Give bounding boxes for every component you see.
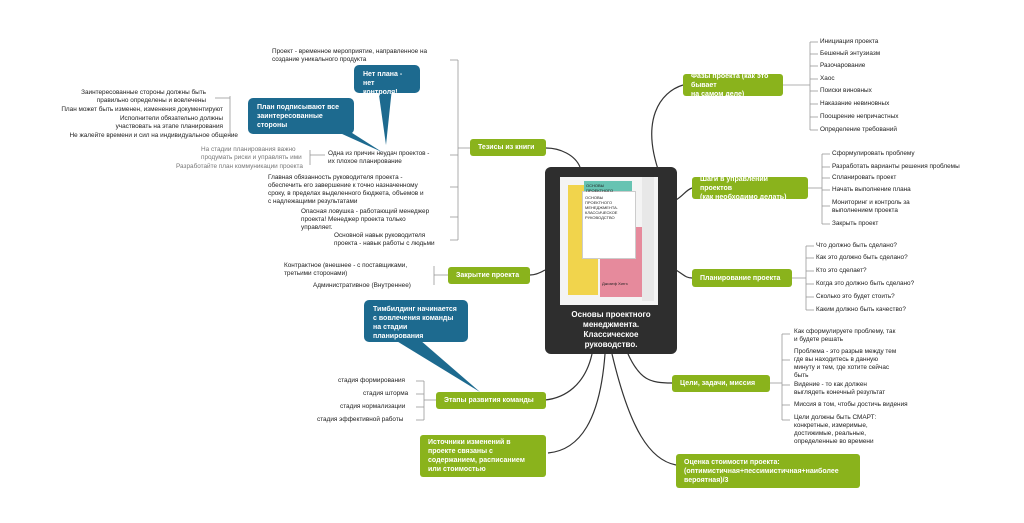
connector-steps (675, 187, 693, 201)
central-topic[interactable]: ОСНОВЫ ПРОЕКТНОГО МЕНЕДЖМЕНТА. КЛАССИЧЕС… (545, 167, 677, 354)
stakeholder-item: Заинтересованные стороны должны быть пра… (81, 89, 206, 104)
node-change-sources[interactable]: Источники изменений в проекте связаны с … (420, 435, 546, 477)
goals-item: Цели должны быть СМАРТ: конкретные, изме… (794, 414, 877, 445)
connector-planning (675, 269, 693, 279)
connector-closing (529, 269, 546, 276)
goals-item: Проблема - это разрыв между тем где вы н… (794, 348, 897, 379)
phase-item: Бешеный энтузиазм (820, 50, 881, 57)
closing-item: Контрактное (внешнее - с поставщиками, т… (284, 262, 408, 277)
planning-item: Что должно быть сделано? (816, 242, 897, 249)
step-item: Спланировать проект (832, 174, 897, 181)
thesis-trap: Опасная ловушка - работающий менеджер пр… (301, 208, 430, 231)
thesis-main-duty: Главная обязанность руководителя проекта… (268, 174, 424, 205)
node-management-steps[interactable]: Шаги в управлении проектов (как необходи… (692, 176, 808, 201)
thesis-skill: Основной навык руководителя проекта - на… (334, 232, 435, 247)
thesis-bad-planning: Одна из причин неудач проектов - их плох… (328, 150, 430, 165)
planning-item: Каким должно быть качество? (816, 306, 906, 313)
book-back-label: ОСНОВЫ ПРОЕКТНОГО (586, 183, 614, 193)
step-item: Сформулировать проблему (832, 150, 915, 157)
central-topic-title: Основы проектного менеджмента. Классичес… (571, 310, 651, 349)
callout-plan-signed[interactable]: План подписывают все заинтересованные ст… (248, 98, 354, 134)
callout-teambuilding[interactable]: Тимбилдинг начинается с вовлечения коман… (364, 300, 468, 342)
connector-phases (651, 84, 684, 176)
team-stage-item: стадия шторма (363, 390, 409, 397)
planning-item: Кто это сделает? (816, 267, 867, 274)
stakeholder-item: План может быть изменен, изменения докум… (61, 106, 223, 113)
node-team-development[interactable]: Этапы развития команды (436, 392, 546, 409)
connector-goals (627, 353, 673, 384)
connector-sources (547, 353, 606, 454)
phase-item: Хаос (820, 75, 835, 82)
connector-cost (611, 353, 677, 466)
book-title-text: ОСНОВЫ ПРОЕКТНОГО МЕНЕДЖМЕНТА. КЛАССИЧЕС… (585, 195, 618, 220)
connector-team (544, 353, 593, 401)
node-book-theses[interactable]: Тезисы из книги (470, 139, 546, 156)
stakeholder-item: Не жалейте времени и сил на индивидуальн… (69, 132, 238, 139)
connector-theses (545, 147, 581, 168)
phase-item: Поиски виновных (820, 87, 872, 94)
step-item: Разработать варианты решения проблемы (832, 163, 960, 170)
callout-no-plan[interactable]: Нет плана - нет контроля! (354, 65, 420, 96)
team-stage-item: стадия эффективной работы (317, 416, 404, 423)
thesis-project-definition: Проект - временное мероприятие, направле… (272, 48, 428, 63)
node-cost-estimate[interactable]: Оценка стоимости проекта: (оптимистичная… (676, 454, 860, 488)
node-project-phases[interactable]: Фазы проекта (как это бывает на самом де… (683, 73, 783, 98)
planning-item: Как это должно быть сделано? (816, 254, 908, 261)
phase-item: Инициация проекта (820, 38, 879, 45)
phase-item: Поощрение непричастных (820, 113, 899, 120)
goals-item: Как сформулируете проблему, так и будете… (794, 328, 896, 343)
node-project-planning[interactable]: Планирование проекта (692, 269, 792, 287)
node-goals-mission[interactable]: Цели, задачи, миссия (672, 375, 770, 392)
stakeholder-item: Исполнители обязательно должны участвова… (115, 115, 223, 130)
goals-item: Миссия в том, чтобы достичь видения (794, 401, 908, 408)
node-project-closing[interactable]: Закрытие проекта (448, 267, 530, 284)
team-stage-item: стадия нормализации (340, 403, 406, 410)
step-item: Закрыть проект (832, 220, 879, 227)
thesis-gray-item: Разработайте план коммуникации проекта (176, 163, 303, 170)
planning-item: Сколько это будет стоить? (816, 293, 895, 300)
goals-item: Видение - то как должен выглядеть конечн… (794, 381, 886, 396)
planning-item: Когда это должно быть сделано? (816, 280, 915, 287)
phase-item: Определение требований (820, 126, 897, 133)
book-author: Джозеф Хиггз (602, 281, 628, 286)
thesis-gray-item: На стадии планирования важно продумать р… (201, 146, 302, 161)
step-item: Мониторинг и контроль за выполнением про… (832, 199, 910, 214)
phase-item: Разочарование (820, 62, 866, 69)
phase-item: Наказание невиновных (820, 100, 890, 107)
closing-item: Административное (Внутреннее) (313, 282, 411, 289)
book-cover-image: ОСНОВЫ ПРОЕКТНОГО МЕНЕДЖМЕНТА. КЛАССИЧЕС… (560, 177, 658, 305)
team-stage-item: стадия формирования (338, 377, 406, 384)
step-item: Начать выполнение плана (832, 186, 911, 193)
